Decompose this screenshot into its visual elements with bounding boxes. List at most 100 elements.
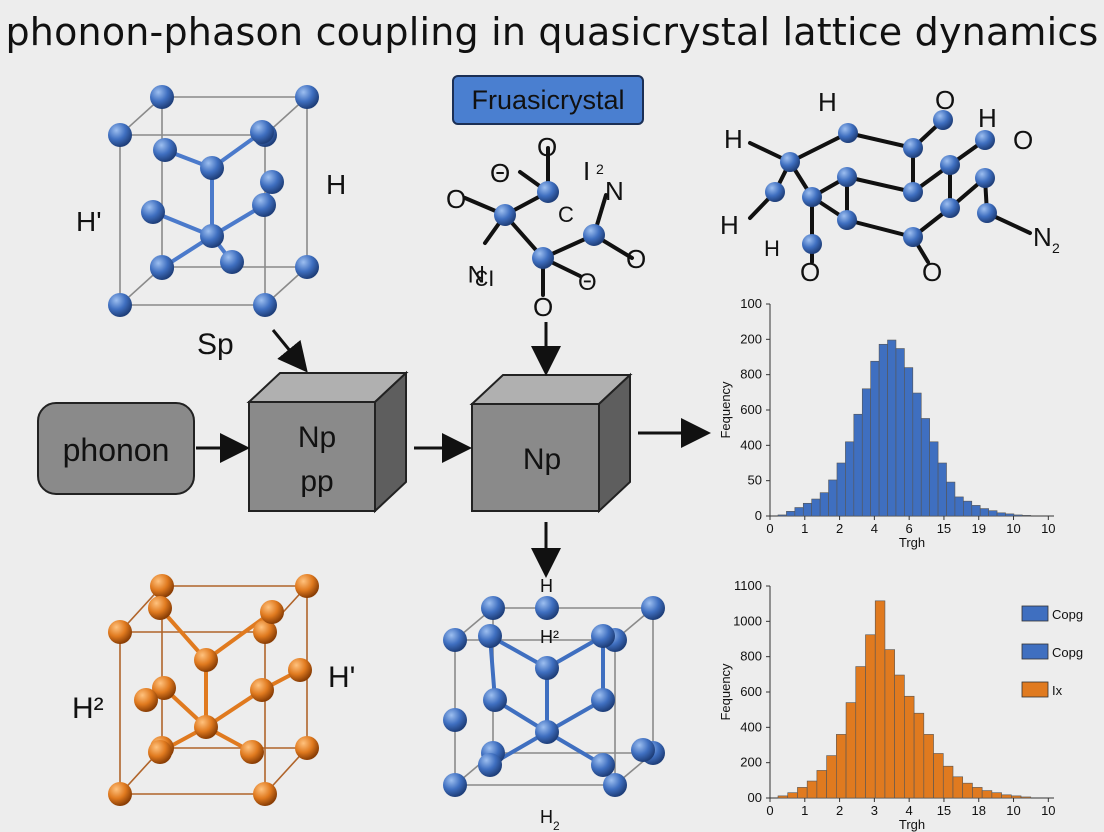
y-tick-label: 200 [740,755,762,770]
tl-inner-atom [260,170,284,194]
bl-corner-atom [295,736,319,760]
x-tick-label: 3 [871,803,878,818]
phonon-box: phonon [37,402,195,495]
x-tick-label: 0 [766,803,773,818]
x-tick-label: 15 [937,521,951,536]
histogram-bar [1011,795,1022,799]
histogram-bar [811,498,821,517]
bc-corner-atom [443,628,467,652]
center-mol-c: C [558,202,574,227]
y-axis-label: Fequency [718,663,733,721]
bl-inner-atom [194,715,218,739]
histogram-bar [895,348,905,517]
x-tick-label: 0 [766,521,773,536]
bl-corner-atom [108,782,132,806]
quasicrystal-badge: Fruasicrystal [452,75,644,125]
bl-inner-atom [148,596,172,620]
bl-corner-atom [253,782,277,806]
center-mol-o-bottom: O [533,292,553,322]
x-tick-label: 6 [906,521,913,536]
bl-inner-atom [194,648,218,672]
histogram-bar [855,666,866,799]
y-tick-label: 800 [740,649,762,664]
x-tick-label: 4 [871,521,878,536]
legend-swatch [1021,681,1049,698]
histogram-bar [913,712,925,799]
histogram-bar [787,792,798,799]
bl-inner-atom [240,740,264,764]
cube1-line1: Np [298,421,336,454]
tl-corner-atom [295,85,319,109]
x-tick-label: 10 [1041,803,1055,818]
histogram-bar [786,511,796,517]
y-tick-label: 800 [740,367,762,382]
tl-inner-atom [252,193,276,217]
tl-inner-atom [250,120,274,144]
histogram-bar [954,496,964,517]
histogram-bar [904,367,914,517]
histogram-bar [884,649,895,799]
top-left-h-label: H [326,169,346,200]
legend-label: Copg [1052,645,1083,660]
legend-label: Copg [1052,607,1083,622]
histogram-bar [1001,794,1012,799]
histogram-bar [1013,514,1023,517]
bc-corner-atom [641,596,665,620]
tr-mol-n2-sub: 2 [1052,240,1060,256]
histogram-bar [937,462,947,517]
histogram-bar [929,441,939,517]
bottom-left-lattice [108,574,319,806]
tr-mol-h1: H [818,87,837,117]
top-left-h-prime-label: H' [76,206,102,237]
legend-swatch [1021,605,1049,622]
center-mol-o-right: O [626,244,646,274]
tl-inner-atom [220,250,244,274]
tl-corner-atom [108,293,132,317]
bc-inner-atom [478,753,502,777]
histogram-bar [874,600,886,799]
x-tick-label: 18 [972,803,986,818]
bottom-center-h-label: H [540,576,553,596]
y-tick-label: 600 [740,402,762,417]
center-mol-theta-top: Θ [490,158,510,188]
tr-mol-o1: O [935,85,955,115]
bl-corner-atom [253,620,277,644]
histogram-bar [845,441,855,517]
histogram-bar [887,339,897,517]
tl-inner-atom [200,224,224,248]
histogram-bar [946,481,956,517]
histogram-bar [981,790,993,799]
bc-inner-atom [631,738,655,762]
histogram-bar [942,765,954,799]
bl-corner-atom [150,574,174,598]
cube-np: Np [469,372,633,514]
sp-label: Sp [197,328,234,361]
tr-mol-o2: O [1013,125,1033,155]
histogram-bar [920,418,930,517]
histogram-bar [1005,513,1015,517]
y-tick-label: 600 [740,684,762,699]
histogram-bar [894,674,905,799]
x-tick-label: 10 [1041,521,1055,536]
tr-mol-o-bottom1: O [800,257,820,287]
histogram-bar [996,512,1006,517]
tr-mol-h-bottom: H [764,236,780,261]
y-tick-label: 0 [755,508,762,523]
x-tick-label: 2 [836,521,843,536]
histogram-bar [794,507,804,517]
tr-mol-n2: N [1033,222,1052,252]
bc-inner-atom [591,753,615,777]
tr-mol-h-left2: H [720,210,739,240]
histogram-bar [777,514,787,517]
legend-label: Ix [1052,683,1063,698]
center-molecule: O Θ I 2 N O C O N ƐI Θ O [446,132,646,322]
y-tick-label: 1000 [733,613,762,628]
histogram-bar [870,360,880,517]
histogram-bar [904,695,915,799]
y-tick-label: 100 [740,296,762,311]
tl-corner-atom [150,85,174,109]
bl-inner-atom [250,678,274,702]
